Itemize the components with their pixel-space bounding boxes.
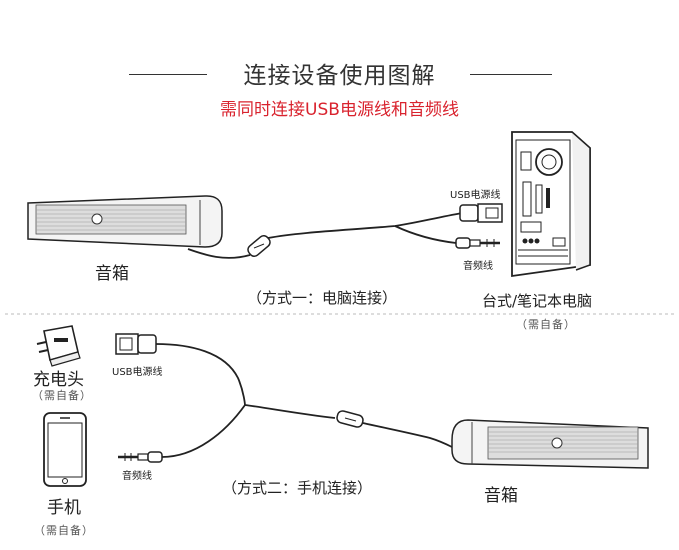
audio-cable-label: 音频线 [463, 261, 493, 272]
title-rule-right [470, 74, 552, 75]
speaker-icon [451, 419, 649, 469]
usb-cable-label: USB电源线 [112, 367, 163, 378]
charger-icon [36, 325, 81, 367]
title-rule-left [129, 74, 207, 75]
diagram-title: 连接设备使用图解 [243, 63, 436, 89]
method2-caption: （方式二：手机连接） [222, 479, 373, 497]
audio-cable-label: 音频线 [122, 471, 152, 482]
audio-jack-icon [118, 451, 163, 463]
phone-note: （需自备） [34, 524, 94, 537]
phone-icon [43, 412, 87, 487]
computer-tower-icon [511, 131, 591, 278]
speaker-label: 音箱 [95, 264, 129, 284]
usb-plug-icon [459, 203, 503, 223]
computer-note: （需自备） [516, 318, 576, 331]
diagram-subtitle: 需同时连接USB电源线和音频线 [220, 100, 459, 120]
inline-switch-icon [336, 410, 364, 428]
method1-caption: （方式一：电脑连接） [247, 289, 398, 307]
speaker-icon [27, 195, 223, 248]
usb-plug-icon [115, 333, 157, 355]
computer-label: 台式/笔记本电脑 [482, 292, 593, 310]
phone-label: 手机 [47, 498, 81, 518]
audio-jack-icon [455, 237, 500, 249]
charger-note: （需自备） [32, 389, 92, 402]
charger-label: 充电头 [33, 370, 84, 390]
usb-cable-label: USB电源线 [450, 190, 501, 201]
speaker-label: 音箱 [484, 486, 518, 506]
